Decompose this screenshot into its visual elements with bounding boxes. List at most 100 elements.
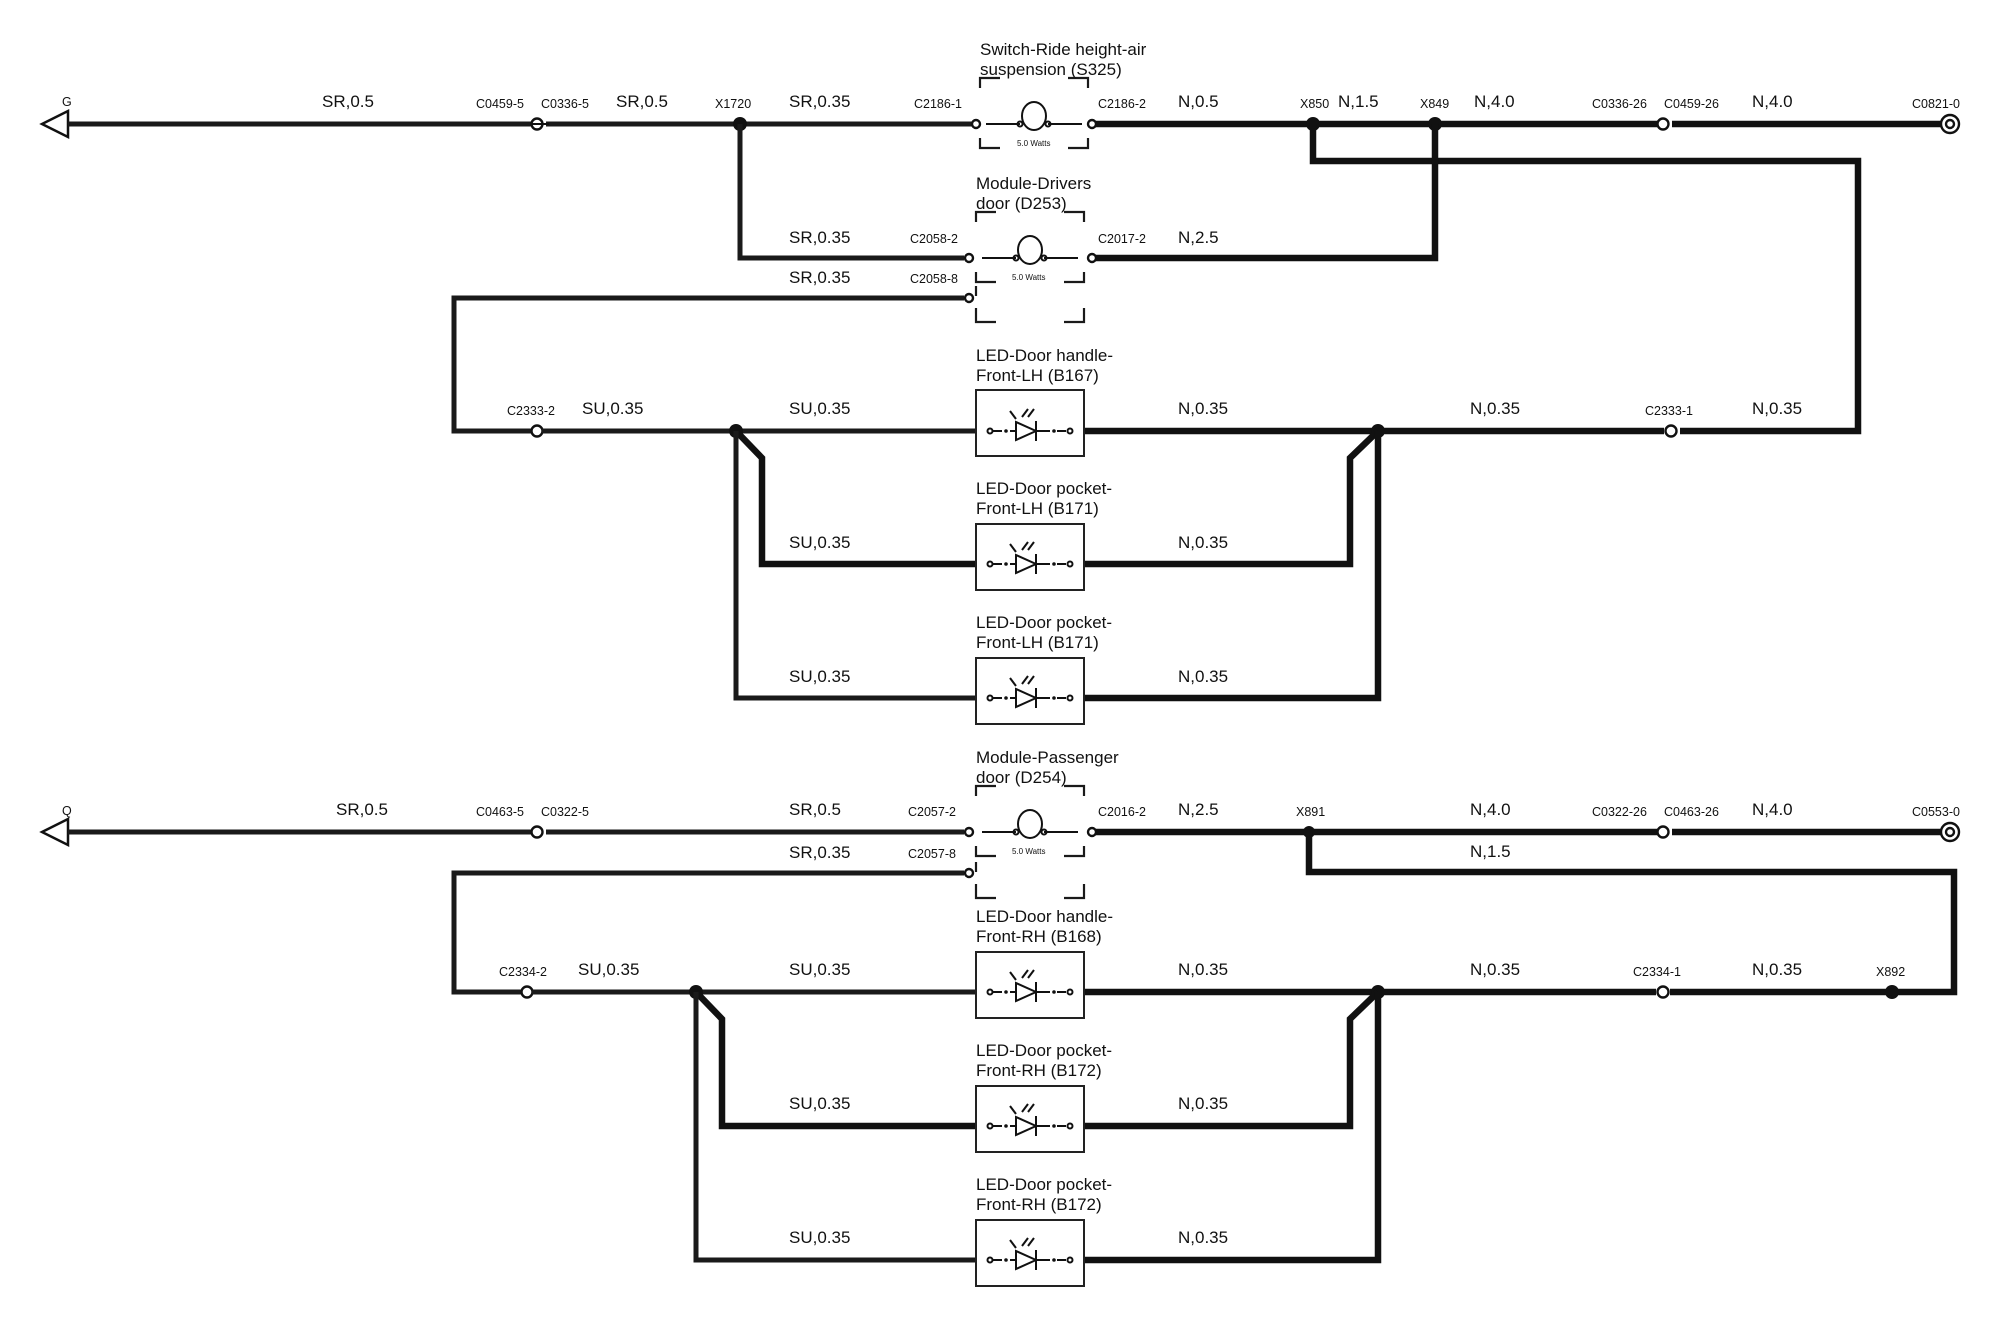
wire-label: SR,0.35 bbox=[789, 92, 850, 111]
pin-c2016-2 bbox=[1086, 826, 1098, 838]
d254-title-1: Module-Passenger bbox=[976, 748, 1119, 767]
wire-label: SR,0.5 bbox=[616, 92, 668, 111]
b168-title-2: Front-RH (B168) bbox=[976, 927, 1102, 946]
s325-title-1: Switch-Ride height-air bbox=[980, 40, 1147, 59]
wire-label: N,0.35 bbox=[1178, 1094, 1228, 1113]
pin-c2017-2 bbox=[1086, 252, 1098, 264]
wire-label: SU,0.35 bbox=[789, 667, 850, 686]
ground-c0553-0 bbox=[1939, 821, 1961, 843]
c0821-0-label: C0821-0 bbox=[1912, 97, 1960, 111]
d254-title-2: door (D254) bbox=[976, 768, 1067, 787]
b171a-title-2: Front-LH (B171) bbox=[976, 499, 1099, 518]
wire-label: N,0.35 bbox=[1178, 960, 1228, 979]
pin-c2057-8 bbox=[963, 867, 975, 879]
wire-x850-ground-loop bbox=[1309, 124, 1862, 435]
wire-label: SU,0.35 bbox=[789, 1094, 850, 1113]
b167-title-2: Front-LH (B167) bbox=[976, 366, 1099, 385]
c2057-8-label: C2057-8 bbox=[908, 847, 956, 861]
wire-rh-p2-su bbox=[693, 992, 976, 1263]
ground-c0821-0 bbox=[1939, 113, 1961, 135]
x849-label: X849 bbox=[1420, 97, 1449, 111]
wire-label: N,1.5 bbox=[1338, 92, 1379, 111]
component-b167 bbox=[975, 389, 1085, 457]
wire-label: SR,0.35 bbox=[789, 268, 850, 287]
wire-label: N,1.5 bbox=[1470, 842, 1511, 861]
d254-rating: 5.0 Watts bbox=[1012, 847, 1046, 856]
b172a-title-2: Front-RH (B172) bbox=[976, 1061, 1102, 1080]
connector-c2333-2 bbox=[530, 424, 544, 438]
wire-label: N,4.0 bbox=[1474, 92, 1515, 111]
wire-label: N,0.35 bbox=[1178, 399, 1228, 418]
d253-title-2: door (D253) bbox=[976, 194, 1067, 213]
c2333-1-label: C2333-1 bbox=[1645, 404, 1693, 418]
component-d253 bbox=[974, 210, 1086, 324]
pin-c2186-2 bbox=[1086, 118, 1098, 130]
d253-title-1: Module-Drivers bbox=[976, 174, 1091, 193]
wire-label: N,0.35 bbox=[1470, 960, 1520, 979]
b172b-title-1: LED-Door pocket- bbox=[976, 1175, 1112, 1194]
c2333-2-label: C2333-2 bbox=[507, 404, 555, 418]
connector-c0459-c0336 bbox=[530, 117, 549, 131]
s325-title-2: suspension (S325) bbox=[980, 60, 1122, 79]
wire-label: N,0.35 bbox=[1178, 1228, 1228, 1247]
wire-label: N,2.5 bbox=[1178, 800, 1219, 819]
b172b-title-2: Front-RH (B172) bbox=[976, 1195, 1102, 1214]
b171b-title-2: Front-LH (B171) bbox=[976, 633, 1099, 652]
ground-g-arrow bbox=[39, 108, 70, 140]
wire-label: N,0.35 bbox=[1178, 533, 1228, 552]
c2058-8-label: C2058-8 bbox=[910, 272, 958, 286]
c0553-0-label: C0553-0 bbox=[1912, 805, 1960, 819]
pin-c2058-2 bbox=[963, 252, 975, 264]
b171b-title-1: LED-Door pocket- bbox=[976, 613, 1112, 632]
wire-label: N,4.0 bbox=[1752, 92, 1793, 111]
wire-label: SU,0.35 bbox=[789, 960, 850, 979]
c2334-1-label: C2334-1 bbox=[1633, 965, 1681, 979]
wire-drv-sr035 bbox=[737, 124, 964, 261]
connector-c2334-2 bbox=[520, 985, 534, 999]
b171a-title-1: LED-Door pocket- bbox=[976, 479, 1112, 498]
c2186-1-label: C2186-1 bbox=[914, 97, 962, 111]
wire-label: N,2.5 bbox=[1178, 228, 1219, 247]
component-d254 bbox=[974, 784, 1086, 900]
wire-label: N,0.5 bbox=[1178, 92, 1219, 111]
x850-label: X850 bbox=[1300, 97, 1329, 111]
c0322-26-label: C0322-26 bbox=[1592, 805, 1647, 819]
c2186-2-label: C2186-2 bbox=[1098, 97, 1146, 111]
wire-label: SR,0.5 bbox=[336, 800, 388, 819]
c0459-26-label: C0459-26 bbox=[1664, 97, 1719, 111]
wire-label: N,4.0 bbox=[1752, 800, 1793, 819]
pin-c2058-8 bbox=[963, 292, 975, 304]
c0336-26-label: C0336-26 bbox=[1592, 97, 1647, 111]
wire-label: SR,0.35 bbox=[789, 843, 850, 862]
connector-c0322-c0463-26 bbox=[1656, 825, 1670, 839]
b168-title-1: LED-Door handle- bbox=[976, 907, 1113, 926]
wire-label: SU,0.35 bbox=[789, 1228, 850, 1247]
component-b171-b bbox=[975, 657, 1085, 725]
connector-c2333-1 bbox=[1664, 424, 1678, 438]
connector-c2334-1 bbox=[1656, 985, 1670, 999]
wire-label: N,4.0 bbox=[1470, 800, 1511, 819]
component-b171-a bbox=[975, 523, 1085, 591]
wire-lh-p1-su bbox=[733, 428, 976, 568]
wire-rh-p2-n bbox=[1084, 992, 1382, 1264]
c0463-5-label: C0463-5 bbox=[476, 805, 524, 819]
x891-label: X891 bbox=[1296, 805, 1325, 819]
c2017-2-label: C2017-2 bbox=[1098, 232, 1146, 246]
wire-label: N,0.35 bbox=[1752, 399, 1802, 418]
c0459-5-label: C0459-5 bbox=[476, 97, 524, 111]
wire-label: SR,0.5 bbox=[789, 800, 841, 819]
wire-label: SU,0.35 bbox=[582, 399, 643, 418]
pin-c2057-2 bbox=[963, 826, 975, 838]
c0463-26-label: C0463-26 bbox=[1664, 805, 1719, 819]
wire-label: N,0.35 bbox=[1178, 667, 1228, 686]
b172a-title-1: LED-Door pocket- bbox=[976, 1041, 1112, 1060]
wire-rh-p1-su bbox=[693, 989, 976, 1130]
component-s325 bbox=[978, 76, 1090, 150]
connector-c0463-c0322 bbox=[530, 825, 544, 839]
wire-lh-p2-n bbox=[1084, 431, 1382, 702]
connector-c0336-c0459-26 bbox=[1656, 117, 1670, 131]
c2058-2-label: C2058-2 bbox=[910, 232, 958, 246]
wire-label: SR,0.35 bbox=[789, 228, 850, 247]
wire-label: SU,0.35 bbox=[578, 960, 639, 979]
